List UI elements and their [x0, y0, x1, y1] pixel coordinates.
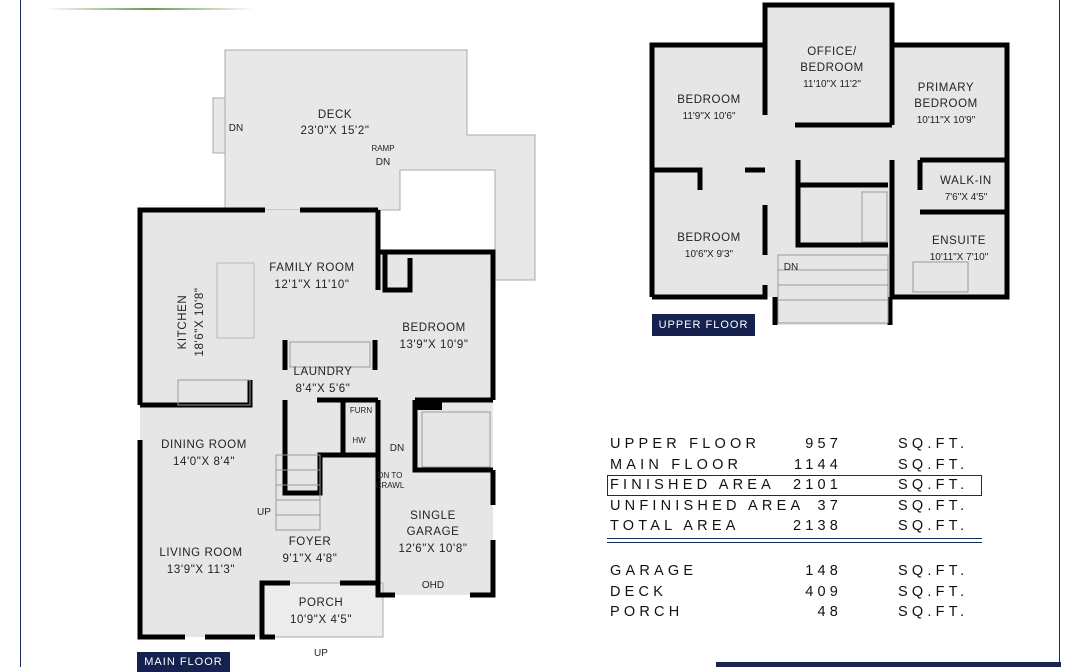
ramp-label: RAMP: [371, 144, 394, 153]
room-dims-bedroom-upper-1: 11'9"X 10'6": [683, 111, 736, 122]
room-dims-kitchen: 18'6"X 10'8": [194, 288, 206, 357]
room-dims-dining-room: 14'0"X 8'4": [173, 456, 235, 468]
page-border-left: [20, 0, 21, 667]
area-label: MAIN FLOOR: [610, 456, 743, 473]
porch-up-label: UP: [314, 648, 328, 659]
area-unit: SQ.FT.: [898, 562, 969, 579]
stairs-up-label: UP: [257, 507, 271, 518]
area-value: 37: [817, 497, 842, 514]
area-value: 1144: [794, 456, 842, 473]
room-name-porch: PORCH: [299, 597, 344, 609]
deck-dn-label: DN: [229, 123, 243, 134]
area-value: 48: [817, 604, 842, 621]
room-dims-bedroom-main: 13'9"X 10'9": [400, 339, 469, 351]
room-name-garage: SINGLE: [410, 510, 456, 522]
area-unit: SQ.FT.: [898, 497, 969, 514]
room-dims-living-room: 13'9"X 11'3": [167, 564, 235, 576]
area-row-total-area: TOTAL AREA 2138 SQ.FT.: [607, 516, 982, 537]
room-dims-walk-in: 7'6"X 4'5": [945, 192, 988, 203]
room-dims-family-room: 12'1"X 11'10": [274, 279, 349, 291]
room-dims-ensuite: 10'11"X 7'10": [930, 252, 989, 263]
room-name-deck: DECK: [318, 109, 352, 121]
room-dims-deck: 23'0"X 15'2": [301, 125, 370, 137]
room-name-office-2: BEDROOM: [800, 62, 864, 74]
room-name-office: OFFICE/: [807, 46, 857, 58]
logo: [45, 8, 255, 10]
area-row-finished-area: FINISHED AREA 2101 SQ.FT.: [607, 475, 982, 496]
area-row-deck: DECK 409 SQ.FT.: [607, 582, 982, 603]
room-name-walk-in: WALK-IN: [940, 175, 992, 187]
area-row-porch: PORCH 48 SQ.FT.: [607, 602, 982, 623]
dn-label: DN: [390, 443, 404, 454]
footer-bar: [716, 662, 1061, 667]
upper-floor-badge: UPPER FLOOR: [652, 314, 755, 336]
area-value: 957: [805, 436, 842, 452]
area-unit: SQ.FT.: [898, 456, 969, 473]
area-label: TOTAL AREA: [610, 518, 740, 535]
area-row-unfinished-area: UNFINISHED AREA 37 SQ.FT.: [607, 496, 982, 517]
furnace-label: FURN: [350, 406, 372, 415]
area-unit: SQ.FT.: [898, 604, 969, 621]
area-row-upper-floor: UPPER FLOOR 957 SQ.FT.: [607, 434, 982, 455]
room-name-ensuite: ENSUITE: [932, 235, 986, 247]
ohd-label: OHD: [422, 580, 444, 591]
room-dims-garage: 12'6"X 10'8": [399, 543, 468, 555]
area-row-garage: GARAGE 148 SQ.FT.: [607, 561, 982, 582]
room-name-laundry: LAUNDRY: [294, 366, 353, 378]
area-value: 2138: [792, 518, 842, 535]
upper-floor-plan: OFFICE/ BEDROOM 11'10"X 11'2" BEDROOM 11…: [649, 2, 1010, 325]
area-row-main-floor: MAIN FLOOR 1144 SQ.FT.: [607, 455, 982, 476]
main-floor-badge: MAIN FLOOR: [137, 652, 230, 672]
area-label: PORCH: [610, 604, 684, 621]
room-name-bedroom-upper-1: BEDROOM: [677, 94, 741, 106]
area-value: 2101: [792, 477, 842, 494]
crawl-label: CRAWL: [376, 481, 405, 490]
total-double-rule: [607, 537, 982, 543]
room-dims-office: 11'10"X 11'2": [803, 79, 861, 90]
room-name-family-room: FAMILY ROOM: [269, 262, 354, 274]
room-name-foyer: FOYER: [289, 536, 332, 548]
room-dims-foyer: 9'1"X 4'8": [282, 553, 337, 565]
area-unit: SQ.FT.: [898, 436, 969, 452]
area-label: UPPER FLOOR: [610, 436, 761, 452]
room-dims-laundry: 8'4"X 5'6": [295, 383, 350, 395]
area-unit: SQ.FT.: [898, 583, 969, 600]
area-value: 148: [805, 562, 842, 579]
area-value: 409: [805, 583, 842, 600]
area-unit: SQ.FT.: [898, 477, 969, 494]
room-dims-porch: 10'9"X 4'5": [290, 614, 352, 626]
room-name-dining-room: DINING ROOM: [161, 439, 247, 451]
room-name-garage-2: GARAGE: [407, 526, 460, 538]
room-name-living-room: LIVING ROOM: [159, 547, 242, 559]
room-name-bedroom-main: BEDROOM: [402, 322, 466, 334]
dn-to-label: DN TO: [378, 471, 403, 480]
hot-water-label: HW: [352, 436, 366, 445]
area-label: UNFINISHED AREA: [610, 497, 805, 514]
room-name-primary: PRIMARY: [918, 82, 974, 94]
area-label: FINISHED AREA: [610, 477, 775, 494]
room-name-bedroom-upper-2: BEDROOM: [677, 232, 741, 244]
upper-walls: [649, 2, 1010, 325]
area-label: DECK: [610, 583, 668, 600]
main-floor-plan: DECK 23'0"X 15'2" DN RAMP DN FAMILY ROOM…: [137, 49, 536, 659]
page-border-right: [1059, 0, 1060, 667]
house-floor: [140, 210, 378, 637]
room-dims-bedroom-upper-2: 10'6"X 9'3": [685, 249, 734, 260]
ramp-dn-label: DN: [376, 157, 390, 168]
upper-dn-label: DN: [784, 262, 798, 273]
area-label: GARAGE: [610, 562, 698, 579]
room-name-kitchen: KITCHEN: [177, 295, 189, 350]
room-dims-primary: 10'11"X 10'9": [917, 115, 976, 126]
area-unit: SQ.FT.: [898, 518, 969, 535]
room-name-primary-2: BEDROOM: [914, 98, 978, 110]
